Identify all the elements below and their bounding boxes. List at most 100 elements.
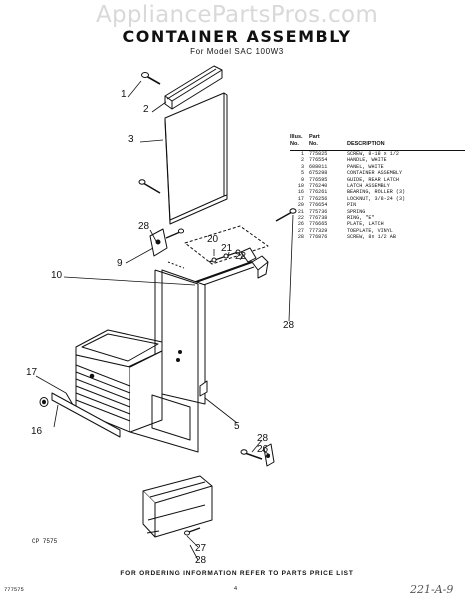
table-row: 22 776738 RING, "E"	[290, 215, 466, 221]
illus-number: 2	[300, 157, 304, 164]
page-number: 4	[234, 586, 238, 592]
part-description: PLATE, LATCH	[347, 221, 384, 228]
part-number: 775825	[309, 151, 328, 157]
callout-1: 1	[121, 89, 127, 100]
container-body	[51, 269, 208, 453]
illus-number: 27	[297, 227, 304, 234]
part-description: LOCKNUT, 3/8-24 (3)	[347, 195, 406, 202]
illus-number: 17	[297, 195, 304, 202]
illus-number: 16	[297, 189, 304, 196]
part-description: CONTAINER ASSEMBLY	[347, 170, 403, 177]
handle-part	[164, 65, 223, 110]
table-row: 20 776654 PIN	[290, 202, 466, 208]
part-description: SCREW, 8-18 x 1/2	[347, 151, 399, 157]
part-number: 776240	[309, 182, 328, 189]
watermark: AppliancePartsPros.com	[95, 2, 379, 28]
callout-10: 10	[51, 270, 63, 281]
part-description: RING, "E"	[347, 214, 375, 221]
table-row: 1 775825 SCREW, 8-18 x 1/2	[290, 151, 466, 157]
parts-table-body: 1 775825 SCREW, 8-18 x 1/2 2 776554 HANDLE, W…	[290, 151, 466, 240]
callout-21: 21	[221, 243, 233, 254]
callout-28-upper: 28	[138, 221, 150, 232]
part-description: SCREW, 8x 1/2 AB	[347, 234, 396, 241]
leader-lines	[35, 80, 294, 561]
page-title: CONTAINER ASSEMBLY	[122, 27, 352, 46]
callout-2: 2	[143, 104, 149, 115]
part-description: SPRING	[347, 208, 366, 215]
table-row: 5 675298 CONTAINER ASSEMBLY	[290, 170, 466, 176]
illus-number: 9	[300, 176, 304, 183]
callout-28-right: 28	[283, 320, 295, 331]
screw-part-left	[138, 179, 161, 194]
part-number: 776876	[309, 234, 328, 241]
header-part: Part	[309, 134, 320, 140]
table-row: 10 776240 LATCH ASSEMBLY	[290, 183, 466, 189]
illus-number: 5	[300, 170, 304, 177]
document-number: 777575	[4, 586, 24, 593]
figure-code: CP 7575	[32, 538, 58, 545]
part-description: TOEPLATE, VINYL	[347, 227, 393, 234]
part-number: 776738	[309, 214, 328, 221]
header-illus-no: No.	[290, 141, 299, 147]
part-description: PANEL, WHITE	[347, 163, 384, 170]
handwritten-note: 221-A-9	[410, 583, 454, 596]
ordering-note: FOR ORDERING INFORMATION REFER TO PARTS …	[120, 570, 354, 577]
latch-plate	[240, 443, 275, 467]
part-number: 776665	[309, 221, 328, 228]
callout-27: 27	[195, 543, 207, 554]
part-number: 776261	[309, 189, 328, 196]
illus-number: 20	[297, 202, 304, 209]
callout-16: 16	[31, 426, 43, 437]
model-subtitle: For Model SAC 100W3	[190, 47, 284, 56]
callout-17: 17	[26, 367, 38, 378]
illus-number: 26	[297, 221, 304, 228]
illus-number: 28	[297, 234, 304, 241]
part-number: 776654	[309, 202, 328, 209]
part-number: 776554	[309, 157, 328, 164]
illus-number: 10	[297, 182, 304, 189]
callout-28-bottom: 28	[195, 555, 207, 566]
panel-part	[164, 92, 228, 225]
part-number: 608011	[309, 163, 328, 170]
table-row: 21 775736 SPRING	[290, 209, 466, 215]
part-description: HANDLE, WHITE	[347, 157, 387, 164]
part-number: 775736	[309, 208, 328, 215]
part-description: LATCH ASSEMBLY	[347, 182, 390, 189]
part-description: GUIDE, REAR LATCH	[347, 176, 399, 183]
illus-number: 3	[300, 163, 304, 170]
screw-part-right	[275, 208, 297, 222]
callout-26: 26	[257, 444, 269, 455]
part-number: 776256	[309, 195, 328, 202]
table-row: 26 776665 PLATE, LATCH	[290, 221, 466, 227]
roller-bearing	[39, 397, 49, 407]
callout-9: 9	[117, 258, 123, 269]
parts-table-header: Illus. No. Part No. DESCRIPTION	[290, 134, 466, 148]
table-row: 17 776256 LOCKNUT, 3/8-24 (3)	[290, 196, 466, 202]
toeplate	[142, 475, 213, 538]
illus-number: 1	[300, 151, 304, 157]
header-illus: Illus.	[290, 134, 303, 140]
header-description: DESCRIPTION	[347, 141, 385, 147]
table-row: 3 608011 PANEL, WHITE	[290, 164, 466, 170]
table-row: 16 776261 BEARING, ROLLER (3)	[290, 189, 466, 195]
callout-5: 5	[234, 421, 240, 432]
callout-20: 20	[207, 234, 219, 245]
illus-number: 21	[297, 208, 304, 215]
callout-22: 22	[235, 251, 247, 262]
part-description: BEARING, ROLLER (3)	[347, 189, 406, 196]
table-rule	[290, 150, 465, 151]
table-row: 28 776876 SCREW, 8x 1/2 AB	[290, 234, 466, 240]
illus-number: 22	[297, 214, 304, 221]
rear-latch-guide	[149, 228, 185, 257]
part-number: 777329	[309, 227, 328, 234]
callout-28-lower: 28	[257, 433, 269, 444]
part-number: 675298	[309, 170, 328, 177]
screw-part-top	[141, 72, 161, 85]
table-row: 2 776554 HANDLE, WHITE	[290, 157, 466, 163]
part-description: PIN	[347, 202, 357, 209]
table-row: 27 777329 TOEPLATE, VINYL	[290, 228, 466, 234]
callout-3: 3	[128, 134, 134, 145]
